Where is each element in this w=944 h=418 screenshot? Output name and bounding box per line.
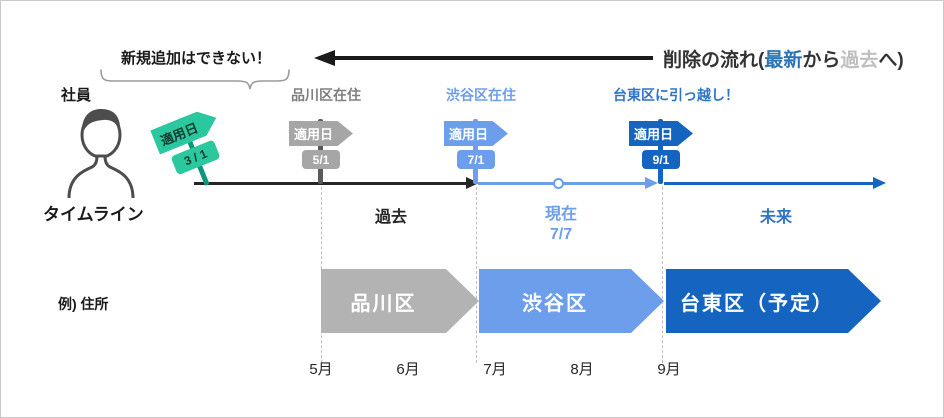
effective-date-flag-icon: 適用日 xyxy=(444,121,508,146)
effective-date-flag-5-1: 適用日 5/1 xyxy=(289,119,353,189)
zone-label-present: 現在 7/7 xyxy=(545,200,577,244)
status-label-shinagawa: 品川区在住 xyxy=(291,87,361,103)
person-icon xyxy=(67,109,135,199)
deletion-flow-title: 削除の流れ(最新から過去へ) xyxy=(663,45,904,72)
employee-label: 社員 xyxy=(61,87,92,104)
effective-date-flag-9-1: 適用日 9/1 xyxy=(629,119,693,189)
flag-date-badge: 9/1 xyxy=(642,150,680,169)
deletion-flow-arrowhead-icon xyxy=(314,50,335,66)
address-period-shinagawa: 品川区 xyxy=(321,269,479,333)
deletion-flow-arrow-line xyxy=(333,56,653,60)
timeline-present-arrowhead-icon xyxy=(645,177,658,189)
curly-brace-icon xyxy=(100,69,290,90)
zone-present-date: 7/7 xyxy=(549,226,573,243)
dotted-guide-9-1 xyxy=(662,187,663,363)
address-period-taito: 台東区（予定） xyxy=(666,269,881,333)
zone-present-name: 現在 xyxy=(544,206,578,223)
flag-date-badge: 7/1 xyxy=(457,150,495,169)
flag-label: 適用日 xyxy=(448,127,488,142)
example-address-label: 例) 住所 xyxy=(58,296,109,312)
effective-date-flag-7-1: 適用日 7/1 xyxy=(444,119,508,189)
deletion-flow-past: 過去 xyxy=(840,50,879,71)
effective-date-flag-icon: 適用日 xyxy=(289,121,353,146)
zone-label-past: 過去 xyxy=(374,209,408,226)
status-label-shibuya: 渋谷区在住 xyxy=(446,87,516,103)
status-label-taito: 台東区に引っ越し！ xyxy=(613,87,739,103)
effective-date-flag-3-1: 適用日 3 / 1 xyxy=(149,104,242,204)
deletion-flow-latest: 最新 xyxy=(764,50,803,71)
effective-date-flag-icon: 適用日 xyxy=(629,121,693,146)
callout-no-new-additions: 新規追加はできない！ xyxy=(120,50,271,67)
month-label-july: 7月 xyxy=(483,361,507,378)
dotted-guide-7-1 xyxy=(476,187,477,363)
timeline-label: タイムライン xyxy=(43,205,144,224)
zone-label-future: 未来 xyxy=(759,209,793,226)
timeline-past-segment xyxy=(194,182,467,185)
month-label-may: 5月 xyxy=(309,361,333,378)
deletion-flow-title-part3: へ) xyxy=(878,50,904,71)
deletion-flow-title-part1: 削除の流れ( xyxy=(663,50,765,71)
timeline-future-segment xyxy=(664,182,874,185)
timeline-future-arrowhead-icon xyxy=(873,177,886,189)
address-period-shibuya: 渋谷区 xyxy=(479,269,664,333)
flag-label: 適用日 xyxy=(633,127,673,142)
flag-date-badge: 5/1 xyxy=(302,150,340,169)
month-label-august: 8月 xyxy=(570,361,594,378)
month-label-june: 6月 xyxy=(396,361,420,378)
flag-label: 適用日 xyxy=(293,127,333,142)
current-date-marker-icon xyxy=(553,178,564,189)
deletion-flow-title-part2: から xyxy=(802,50,841,71)
month-label-september: 9月 xyxy=(657,361,681,378)
